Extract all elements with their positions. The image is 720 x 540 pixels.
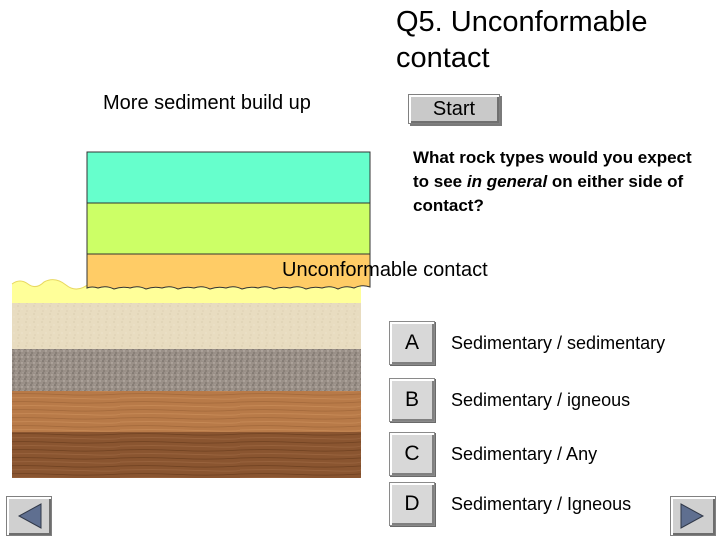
upper-layer-bottom: [86, 253, 371, 290]
unconformable-contact-label: Unconformable contact: [282, 259, 488, 281]
page-title: Q5. Unconformable contact: [396, 6, 648, 74]
soil-edge: [11, 279, 91, 290]
triangle-left-icon: [17, 503, 42, 529]
option-d-button[interactable]: D: [389, 482, 435, 526]
lower-layer-sandstone: [12, 302, 361, 349]
lower-layer-wood-light: [12, 390, 361, 432]
option-d-text[interactable]: Sedimentary / Igneous: [451, 494, 632, 514]
start-button[interactable]: Start: [408, 94, 500, 124]
option-b-button[interactable]: B: [389, 378, 435, 422]
previous-button[interactable]: [6, 496, 52, 536]
upper-layer-middle: [86, 202, 371, 255]
option-a-text[interactable]: Sedimentary / sedimentary: [451, 333, 666, 353]
option-a-button[interactable]: A: [389, 321, 435, 365]
lower-layer-gravel: [12, 348, 361, 391]
question-text: What rock types would you expect to see …: [413, 146, 703, 218]
option-c-text[interactable]: Sedimentary / Any: [451, 444, 598, 464]
option-b-text[interactable]: Sedimentary / igneous: [451, 390, 631, 410]
lower-layer-wood-dark: [12, 430, 361, 478]
next-button[interactable]: [670, 496, 716, 536]
question-emphasis: in general: [466, 172, 548, 191]
question-prefix: What rock types would you expect to see: [413, 148, 692, 191]
step-caption: More sediment build up: [103, 92, 311, 114]
question-suffix: on either side of contact?: [413, 172, 684, 215]
triangle-right-icon: [680, 503, 705, 529]
option-c-button[interactable]: C: [389, 432, 435, 476]
upper-layer-top: [86, 151, 371, 204]
